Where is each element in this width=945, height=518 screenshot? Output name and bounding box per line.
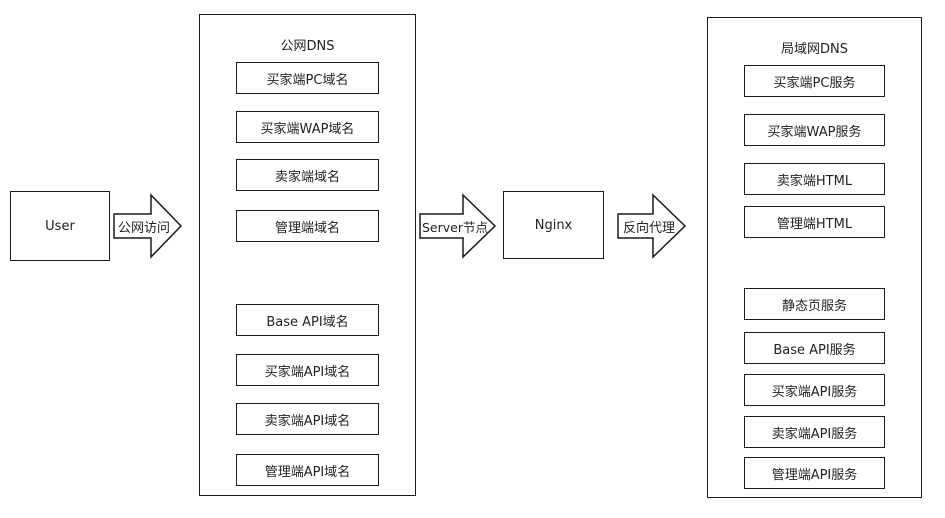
- lan-dns-item-label: 管理端HTML: [776, 216, 853, 232]
- server-node-label: Server节点: [422, 219, 488, 235]
- public-dns-item: 买家端API域名: [236, 354, 379, 386]
- lan-dns-item: 买家端API服务: [744, 374, 885, 406]
- public-dns-item-label: 管理端API域名: [264, 464, 351, 480]
- reverse-proxy-label: 反向代理: [623, 220, 676, 236]
- public-dns-item-label: 管理端域名: [274, 220, 340, 236]
- server-node-arrow: [419, 193, 497, 259]
- nginx-node: Nginx: [503, 191, 604, 259]
- lan-dns-item: 静态页服务: [744, 288, 885, 320]
- public-dns-item: 买家端PC域名: [236, 62, 379, 94]
- public-dns-item: 管理端API域名: [236, 454, 379, 486]
- public-access-arrow: [113, 193, 183, 259]
- public-dns-item: 卖家端API域名: [236, 403, 379, 435]
- lan-dns-item: Base API服务: [744, 332, 885, 364]
- lan-dns-item-label: 买家端PC服务: [773, 75, 856, 91]
- lan-dns-item: 管理端API服务: [744, 457, 885, 489]
- public-dns-item: Base API域名: [236, 304, 379, 336]
- public-dns-item-label: Base API域名: [266, 314, 349, 330]
- public-dns-title: 公网DNS: [280, 39, 335, 54]
- lan-dns-item-label: 静态页服务: [781, 298, 847, 314]
- public-dns-item-label: 买家端API域名: [264, 364, 351, 380]
- lan-dns-item-label: Base API服务: [773, 342, 856, 358]
- lan-dns-item-label: 卖家端HTML: [776, 173, 853, 189]
- user-label: User: [45, 218, 75, 234]
- lan-dns-title: 局域网DNS: [781, 42, 848, 57]
- lan-dns-item-label: 卖家端API服务: [771, 426, 858, 442]
- lan-dns-item-label: 买家端API服务: [771, 384, 858, 400]
- public-access-label: 公网访问: [118, 220, 171, 236]
- lan-dns-item-label: 管理端API服务: [771, 467, 858, 483]
- public-dns-item-label: 买家端PC域名: [266, 72, 349, 88]
- public-dns-item-label: 卖家端API域名: [264, 413, 351, 429]
- lan-dns-item: 管理端HTML: [744, 206, 885, 238]
- lan-dns-item: 买家端WAP服务: [744, 114, 885, 146]
- lan-dns-item: 买家端PC服务: [744, 65, 885, 97]
- lan-dns-item-label: 买家端WAP服务: [767, 124, 862, 140]
- public-dns-item-label: 买家端WAP域名: [260, 121, 355, 137]
- lan-dns-item: 卖家端HTML: [744, 163, 885, 195]
- nginx-label: Nginx: [534, 217, 573, 233]
- lan-dns-item: 卖家端API服务: [744, 416, 885, 448]
- public-dns-item: 管理端域名: [236, 210, 379, 242]
- user-node: User: [10, 191, 110, 261]
- public-dns-item: 卖家端域名: [236, 159, 379, 191]
- reverse-proxy-arrow: [617, 193, 687, 259]
- public-dns-item: 买家端WAP域名: [236, 111, 379, 143]
- public-dns-item-label: 卖家端域名: [274, 169, 340, 185]
